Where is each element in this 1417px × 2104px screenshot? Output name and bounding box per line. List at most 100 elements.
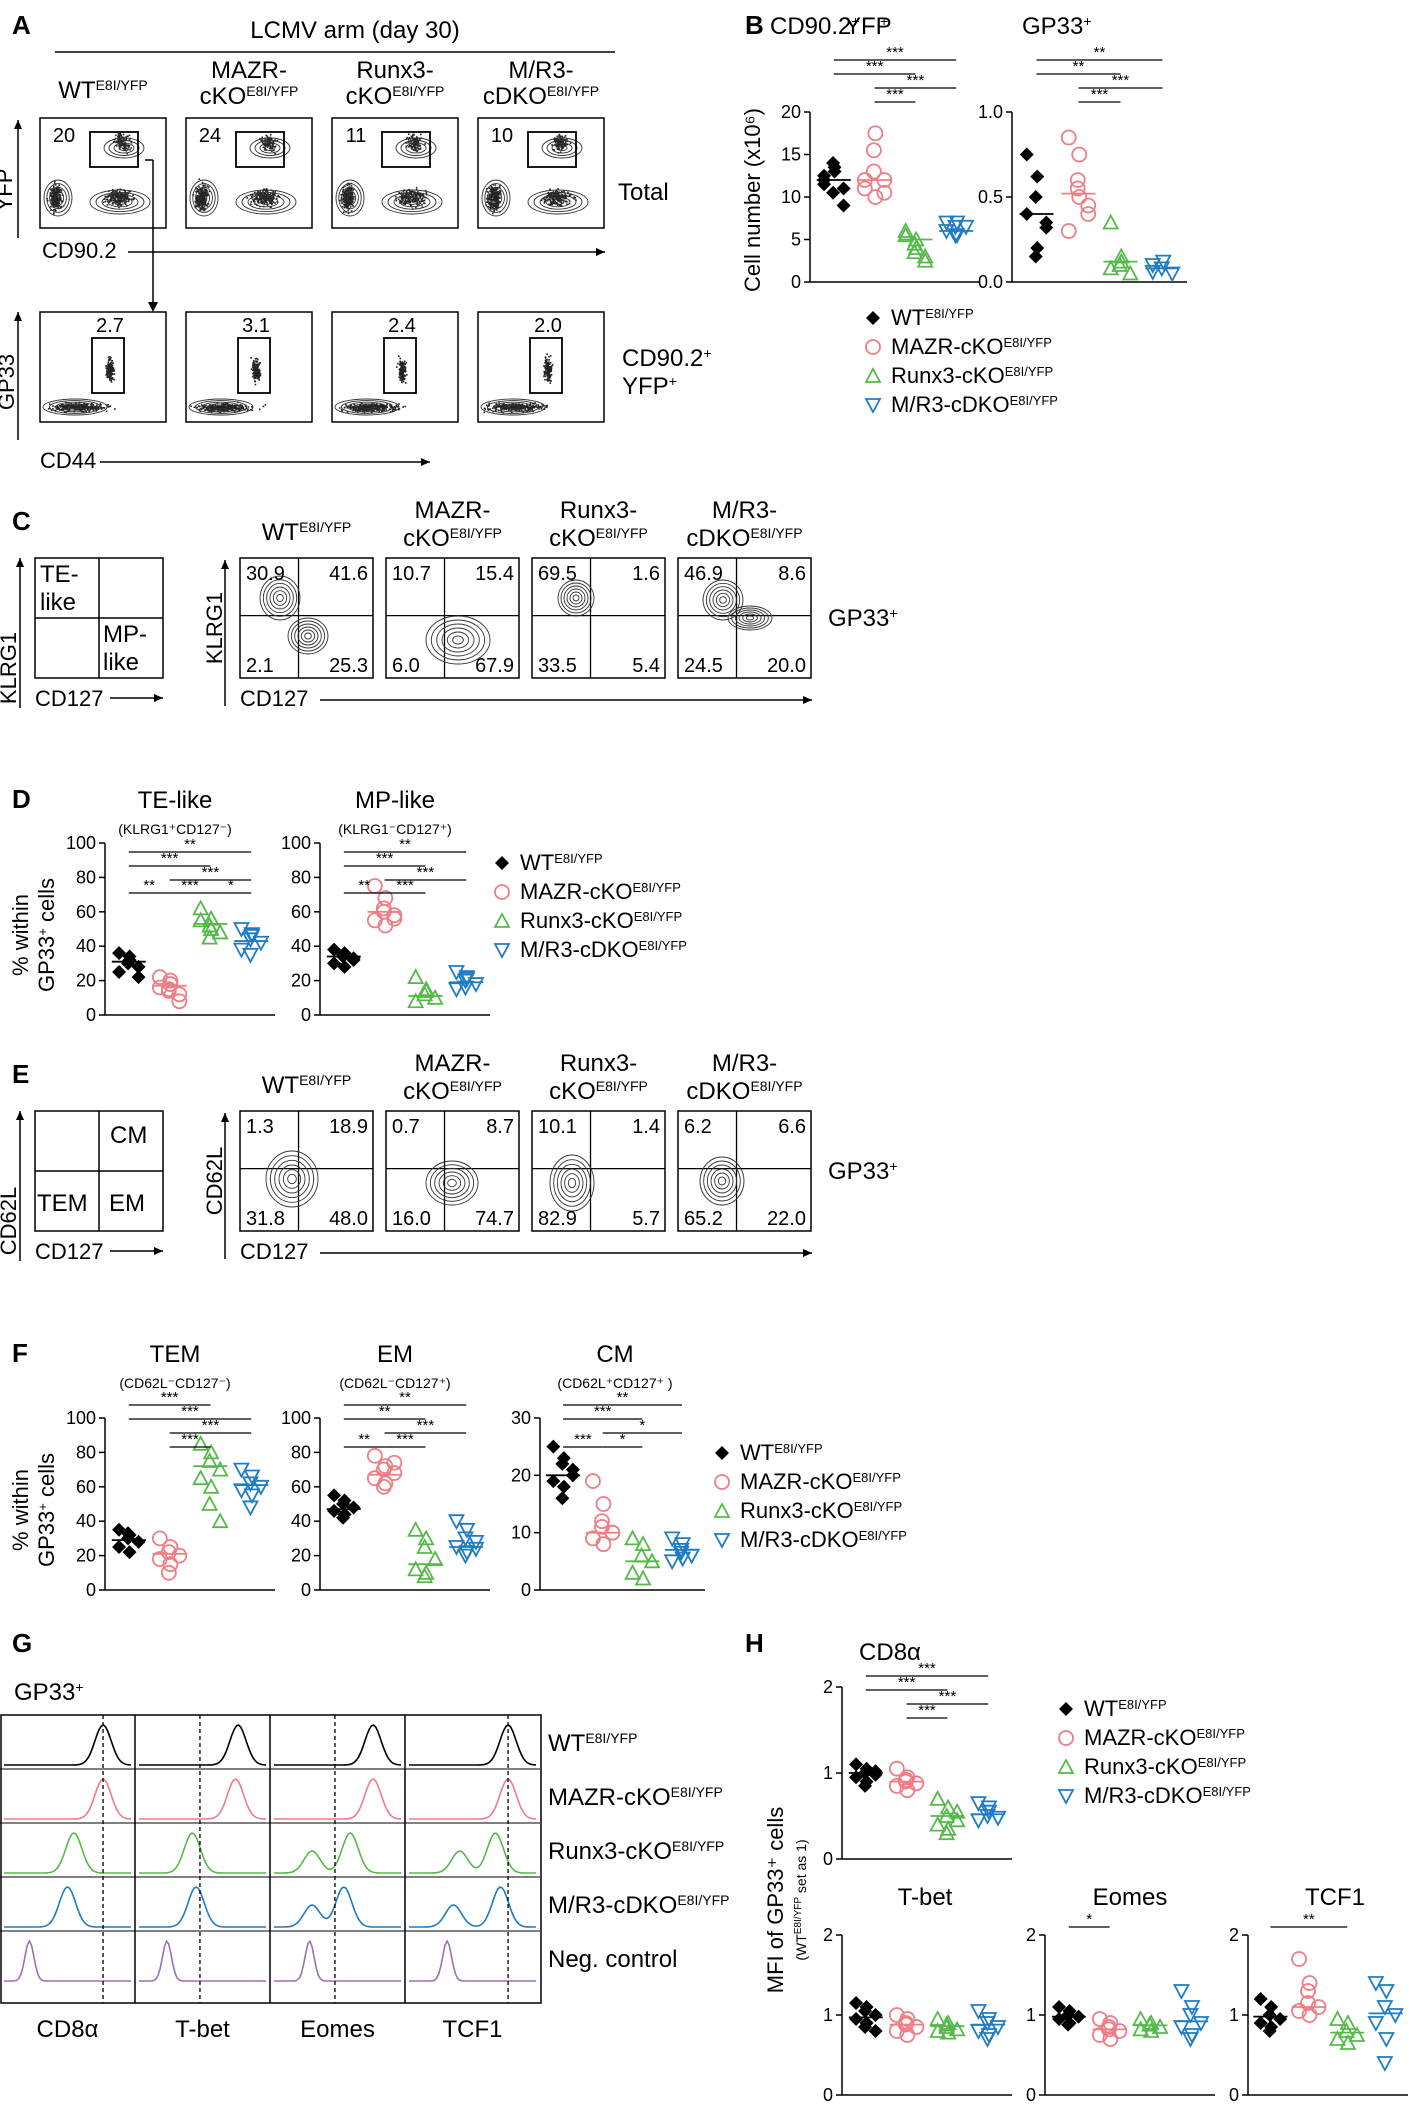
H4-point-0-2	[1262, 2008, 1277, 2022]
B1-point-2-6	[906, 234, 924, 251]
panelE-quad-tr-3: 6.6	[778, 1116, 806, 1138]
panelA-row2-events-0-dot	[67, 404, 69, 407]
panelA-row2-events-1-dot	[220, 409, 223, 412]
D2-series-3	[447, 965, 485, 999]
panelA-row2-events-1-dot	[262, 405, 265, 408]
panelA-row2-events-0-dot	[108, 371, 110, 373]
panelA-row2-events-2-dot	[355, 408, 358, 411]
panelA-row1-events-0-dot	[126, 198, 128, 201]
D1-subtitle: (KLRG1⁺CD127⁻)	[118, 821, 232, 837]
panelA-row2-events-1-dot	[229, 407, 231, 410]
panelA-row2-events-1-dot	[256, 358, 259, 361]
panelA-row2-events-0-dot	[80, 409, 83, 412]
panelA-row2-events-2-dot	[371, 408, 374, 411]
panelA-row1-contour-left-1-ring	[195, 186, 213, 210]
panelA-row1-gate-3	[527, 131, 577, 168]
panelE-contour-2-0-ring	[556, 1163, 588, 1203]
panelA-row1-contour-top-2-ring	[400, 140, 432, 156]
H3-point-0-6	[1061, 2017, 1076, 2032]
panelA-row1-events-3-dot	[556, 135, 559, 138]
F3-point-3-6	[672, 1545, 690, 1562]
D1-point-1-6	[160, 983, 177, 999]
panelA-row1-events-1-dot	[272, 198, 275, 200]
panelE-contour-3-0-ring	[710, 1168, 734, 1194]
panelA-row1-contour-left-3	[481, 179, 511, 217]
panelA-row2-events-0-dot	[63, 411, 66, 413]
panelA-row1-events-2-dot	[348, 202, 351, 204]
D1-point-1-7	[171, 993, 188, 1010]
panelE-genotype-line2-3: cDKOE8I/YFP	[686, 1078, 802, 1105]
panelA-row1-events-3-dot	[556, 191, 559, 193]
panelA-row1-events-3-dot	[551, 202, 553, 205]
panelA-row1-events-0-dot	[50, 189, 52, 191]
panelA-row2-events-1-dot	[258, 371, 261, 374]
panelA-row1-events-0-dot	[56, 188, 58, 191]
panelA-row2-events-1-dot	[255, 375, 258, 377]
panelE-genotype-line2-2: cKOE8I/YFP	[549, 1078, 648, 1105]
panelA-row2-contour-2-ring	[334, 398, 400, 416]
F2-point-2-3	[426, 1550, 444, 1566]
panelA-row2-events-2-dot	[399, 370, 402, 372]
F1-point-1-0	[151, 1530, 168, 1547]
panelA-row1-contour-left-2-ring	[346, 193, 354, 203]
panelA-row1-events-1-dot	[246, 197, 249, 199]
panelA-row1-events-2-dot	[352, 200, 354, 203]
panelA-row1-events-0-dot	[58, 189, 60, 191]
panelA-row1-events-2-dot	[409, 197, 412, 199]
panelA-row2-events-3-dot	[503, 406, 506, 408]
panelA-row2-events-3-dot	[532, 404, 534, 407]
panelA-row2-events-0-dot	[107, 356, 110, 359]
panelE-contour-1-0-ring	[429, 1164, 475, 1202]
panelE-contour-0-0-ring	[274, 1159, 310, 1199]
H4-point-0-4	[1253, 2016, 1268, 2030]
panelA-row1-events-3-dot	[554, 144, 557, 146]
panelA-row2-events-2-dot	[370, 405, 373, 408]
panelA-row2-events-1-dot	[200, 408, 203, 410]
panelA-row1-events-3-dot	[560, 204, 563, 207]
panelA-row2-events-2-dot	[353, 408, 355, 411]
panelA-row1-contour-left-3-ring	[492, 193, 500, 203]
panelA-row1-events-1-dot	[201, 198, 204, 201]
panelA-row1-events-1-dot	[198, 197, 201, 200]
panelA-row1-events-1-dot	[196, 188, 199, 191]
panelA-row1-events-1-dot	[265, 188, 268, 190]
panelE-quad-bl-1: 16.0	[392, 1208, 431, 1230]
panelA-row1-events-3-dot	[550, 202, 553, 205]
panelA-row2-events-2-dot	[396, 405, 398, 408]
B2-point-0-6	[1028, 249, 1043, 264]
panelA-row1-events-0-dot	[57, 201, 60, 204]
panelA-row1-events-1-dot	[201, 201, 203, 204]
panelA-row2-events-3-dot	[541, 403, 543, 406]
H4-point-1-4	[1291, 2003, 1307, 2019]
panelA-row1-contour-top-1-ring	[254, 140, 286, 156]
F3-point-0-7	[565, 1462, 580, 1477]
panelA-row2-events-0-dot	[111, 368, 113, 370]
panelA-row2-events-0-dot	[70, 403, 73, 406]
panelA-row1-events-2-dot	[415, 149, 417, 151]
panelA-row1-events-1-dot	[268, 200, 271, 202]
panelA-row1-contour-right-1-ring	[235, 189, 297, 215]
panelA-row1-events-3-dot	[489, 206, 492, 209]
panelA-row2-plot-2	[331, 311, 459, 423]
D-legend-label-3: M/R3-cDKOE8I/YFP	[520, 937, 687, 962]
panelA-row2-events-2-dot	[359, 405, 361, 407]
panelA-row2-events-3-dot	[549, 376, 551, 379]
panelA-row1-events-1-dot	[207, 194, 209, 197]
panelA-row2-events-0-dot	[103, 407, 106, 409]
F2-point-3-7	[467, 1541, 485, 1558]
panelA-row1-events-3-dot	[492, 199, 494, 202]
panelA-row1-events-1-dot	[270, 203, 273, 206]
panelA-row2-events-2-dot	[368, 410, 370, 412]
panelA-row2-events-3-dot	[532, 405, 535, 408]
panelA-row1-events-0-dot	[52, 186, 55, 189]
panelA-row1-events-0-dot	[119, 188, 121, 191]
panelA-row2-events-1-dot	[254, 368, 256, 371]
panelA-row1-events-0-dot	[118, 139, 121, 142]
panelA-row2-events-2-dot	[398, 376, 401, 379]
B1-point-1-3	[876, 184, 893, 201]
F2-point-3-6	[456, 1548, 474, 1565]
panelA-row2-events-3-dot	[500, 411, 503, 413]
panelA-row1-events-3-dot	[564, 193, 566, 195]
panelA-row1-events-2-dot	[425, 192, 428, 194]
panelA-row1-events-0-dot	[118, 143, 121, 146]
